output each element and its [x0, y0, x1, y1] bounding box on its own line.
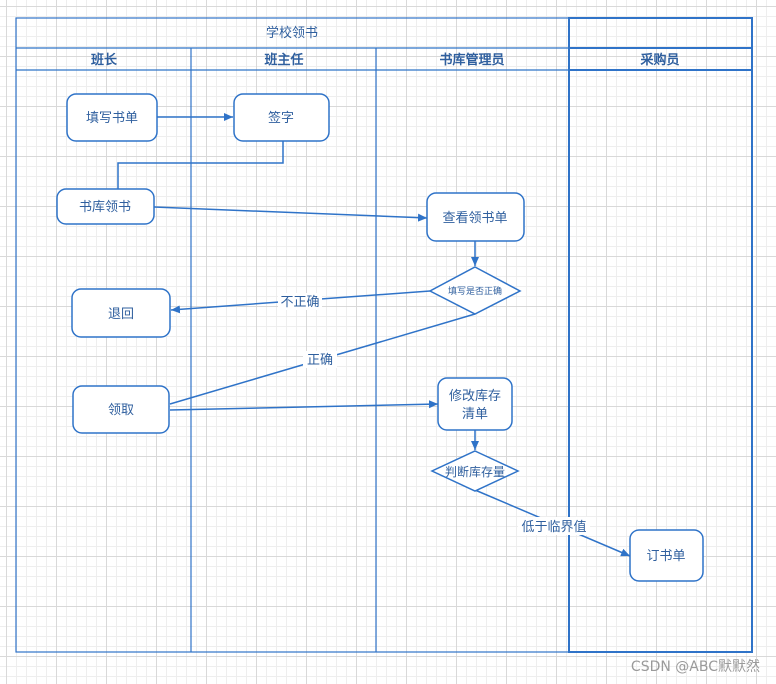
node-judge-stock-label: 判断库存量 [445, 464, 505, 479]
edge-label-bg-incorrect [278, 293, 322, 310]
edge-collect-to-modify [169, 400, 439, 411]
node-fill-form-label: 填写书单 [86, 111, 138, 126]
node-order[interactable] [629, 529, 704, 582]
node-sign[interactable] [233, 93, 330, 142]
node-library-collect[interactable] [56, 188, 155, 225]
edge-label-correct: 正确 [307, 353, 333, 368]
purchaser-pool-border [568, 17, 753, 653]
node-fill-form[interactable] [66, 93, 158, 142]
swimlane-purchaser-pool [568, 17, 753, 653]
lane-header-librarian: 书库管理员 [439, 52, 504, 68]
node-library-collect-label: 书库领书 [79, 199, 131, 215]
watermark: CSDN @ABC默默然 [630, 659, 760, 675]
node-modify-stock-label-line1: 修改库存 [449, 388, 501, 404]
node-modify-stock[interactable] [437, 377, 513, 431]
lane-header-purchaser: 采购员 [639, 52, 679, 68]
node-collect[interactable] [72, 385, 170, 434]
node-collect-label: 领取 [108, 403, 134, 418]
edge-sign-to-library-collect [117, 141, 284, 189]
edge-label-incorrect: 不正确 [280, 295, 319, 310]
edge-collect-to-view [153, 206, 428, 222]
lane-header-class-monitor: 班长 [91, 52, 118, 68]
node-sign-label: 签字 [268, 110, 294, 126]
node-return[interactable] [71, 288, 171, 338]
node-view-form-label: 查看领书单 [442, 210, 507, 226]
node-check-correct-label: 填写是否正确 [448, 285, 502, 297]
node-order-label: 订书单 [646, 549, 685, 564]
node-judge-stock-diamond[interactable] [430, 450, 520, 492]
edge-label-below-threshold: 低于临界值 [521, 519, 586, 535]
edge-label-bg-correct [303, 351, 337, 368]
pool-title: 学校领书 [266, 25, 318, 41]
lane-header-head-teacher: 班主任 [264, 52, 303, 68]
node-modify-stock-label-line2: 清单 [462, 407, 488, 422]
node-return-label: 退回 [108, 307, 134, 322]
node-view-form[interactable] [426, 192, 525, 242]
node-check-correct-diamond[interactable] [428, 266, 522, 315]
edge-label-bg-threshold [518, 517, 590, 535]
